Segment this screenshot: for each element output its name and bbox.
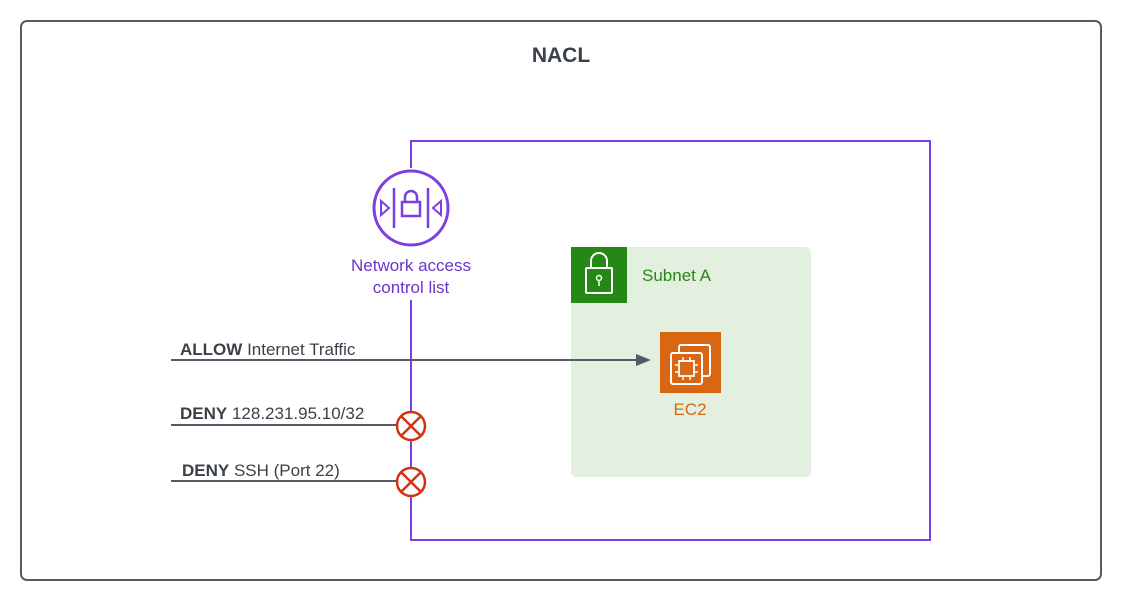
nacl-boundary xyxy=(410,140,931,541)
diagram-title: NACL xyxy=(531,44,591,67)
rule-action: ALLOW xyxy=(180,340,243,359)
rule-action: DENY xyxy=(180,404,228,423)
subnet-label: Subnet A xyxy=(642,266,712,285)
network-access-control-list-icon xyxy=(372,169,450,247)
rule-allow-internet: ALLOW Internet Traffic xyxy=(180,340,355,360)
rule-action: DENY xyxy=(182,461,230,480)
nacl-label-line1: Network access xyxy=(351,256,471,275)
rule-deny-ip: DENY 128.231.95.10/32 xyxy=(180,404,364,424)
ec2-label: EC2 xyxy=(673,400,707,419)
deny-x-icon xyxy=(395,466,427,498)
rule-text: Internet Traffic xyxy=(247,340,356,359)
nacl-label: Network access control list xyxy=(326,255,496,299)
deny-x-icon xyxy=(395,410,427,442)
lock-icon xyxy=(571,247,627,303)
allow-rule-arrow xyxy=(171,354,651,366)
rule-deny-ssh: DENY SSH (Port 22) xyxy=(182,461,340,481)
outer-frame xyxy=(20,20,1102,581)
ec2-chip-icon xyxy=(660,332,721,393)
rule-text: SSH (Port 22) xyxy=(233,461,340,480)
rule-text: 128.231.95.10/32 xyxy=(231,404,365,423)
nacl-label-line2: control list xyxy=(372,278,450,297)
